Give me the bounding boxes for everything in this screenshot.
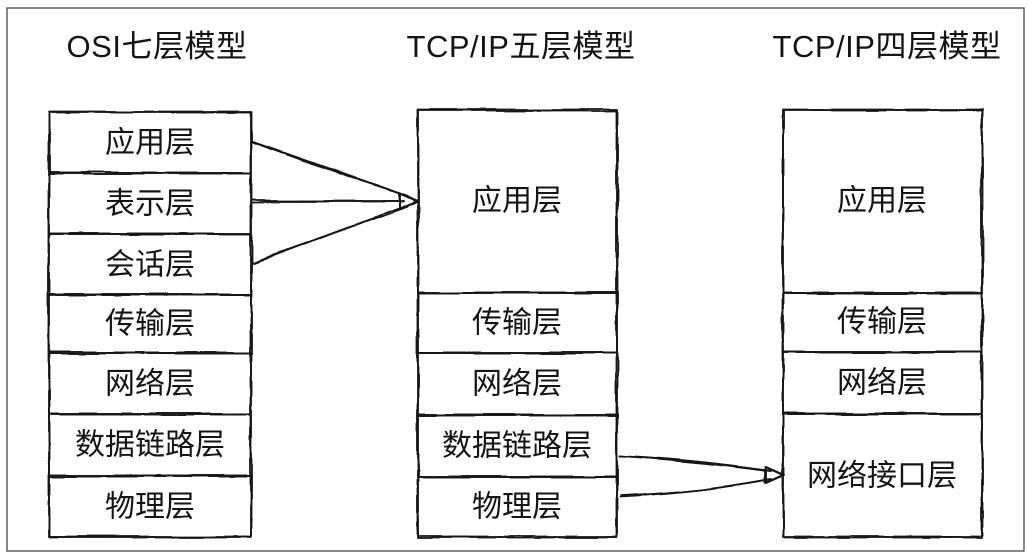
tcpip5-label-physical: 物理层 <box>472 491 562 524</box>
osi-label-data-link: 数据链路层 <box>75 429 225 462</box>
tcpip5-label-application: 应用层 <box>472 185 562 218</box>
tcpip5-label-network: 网络层 <box>472 368 562 401</box>
tcpip4-label-network: 网络层 <box>837 367 927 400</box>
osi-label-transport: 传输层 <box>105 308 195 341</box>
osi-label-network: 网络层 <box>105 368 195 401</box>
tcpip5-title: TCP/IP五层模型 <box>407 29 636 64</box>
osi-labels: 应用层 表示层 会话层 传输层 网络层 数据链路层 物理层 <box>75 127 225 524</box>
tcpip4-label-application: 应用层 <box>837 185 927 218</box>
tcpip5-label-data-link: 数据链路层 <box>442 430 592 463</box>
tcpip5-label-transport: 传输层 <box>472 307 562 340</box>
tcpip5-labels: 应用层 传输层 网络层 数据链路层 物理层 <box>442 185 592 524</box>
osi-label-presentation: 表示层 <box>105 188 195 221</box>
osi-label-session: 会话层 <box>105 249 195 282</box>
osi-title: OSI七层模型 <box>67 29 248 64</box>
diagram-text: OSI七层模型 TCP/IP五层模型 TCP/IP四层模型 应用层 表示层 会话… <box>67 29 1002 524</box>
tcpip4-label-network-interface: 网络接口层 <box>807 460 957 493</box>
osi-label-application: 应用层 <box>105 127 195 160</box>
osi-label-physical: 物理层 <box>105 491 195 524</box>
outer-frame <box>6 7 1025 552</box>
tcpip4-labels: 应用层 传输层 网络层 网络接口层 <box>807 185 957 493</box>
tcpip4-title: TCP/IP四层模型 <box>773 29 1002 64</box>
tcpip4-label-transport: 传输层 <box>837 306 927 339</box>
